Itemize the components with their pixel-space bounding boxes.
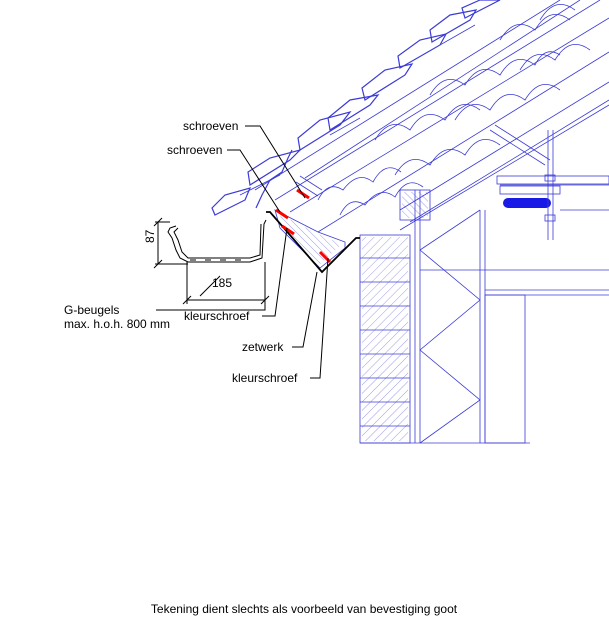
- flashing: [255, 149, 293, 209]
- label-color-screw-bottom: kleurschroef: [232, 371, 298, 385]
- label-screws-top: schroeven: [183, 119, 238, 133]
- ceiling-connection: [489, 124, 609, 240]
- gutter-profile: [167, 219, 267, 263]
- label-color-screw-left: kleurschroef: [184, 309, 250, 323]
- label-fold: zetwerk: [242, 340, 284, 354]
- dimension-87: [153, 217, 188, 269]
- fold-profile: [266, 211, 360, 274]
- dimension-185-label: 185: [212, 276, 232, 290]
- seal-strip: [503, 198, 551, 208]
- caption: Tekening dient slechts als voorbeeld van…: [151, 602, 458, 616]
- label-brackets-line2: max. h.o.h. 800 mm: [64, 317, 170, 331]
- timber-frame: [360, 189, 609, 444]
- leader-lines: [156, 125, 329, 379]
- roof-structure: [254, 0, 609, 233]
- label-brackets-line1: G-beugels: [64, 303, 119, 317]
- label-screws-second: schroeven: [167, 143, 222, 157]
- brick-wall: [359, 234, 411, 444]
- insulation: [317, 3, 591, 216]
- roof-tiles: [211, 0, 501, 216]
- dimension-87-label: 87: [143, 229, 157, 243]
